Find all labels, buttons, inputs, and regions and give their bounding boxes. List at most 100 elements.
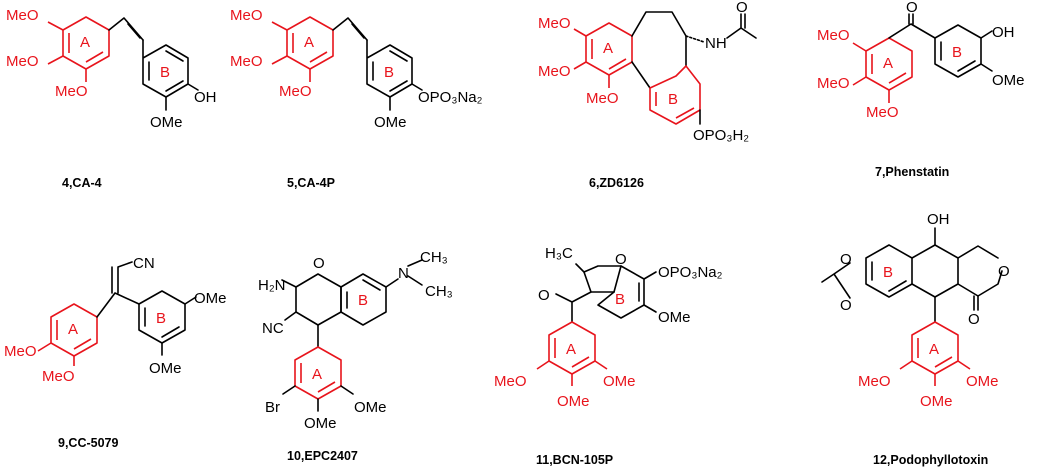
label-ome-2: OMe [557,393,590,410]
seven-ring-bonds [631,11,687,89]
ring-a-inner-bond [56,320,92,350]
caption-phenstatin: 7,Phenstatin [875,165,949,179]
ring-a-inner-bond [292,33,328,63]
ring-a-label: A [304,34,314,51]
ring-a-label: A [929,341,939,358]
caption-ca4: 4,CA-4 [62,176,102,190]
label-meo-3: MeO [55,83,88,100]
label-cn: CN [133,255,155,272]
label-meo-2: MeO [538,63,571,80]
dioxole-bonds [821,262,851,299]
ring-b [138,290,186,344]
label-meo: MeO [494,373,527,390]
label-ome-2: OMe [920,393,953,410]
label-o: O [313,255,325,272]
label-ome-b: OMe [658,309,691,326]
carbonyl-bonds [888,13,936,39]
caption-zd6126: 6,ZD6126 [589,176,644,190]
label-meo-1: MeO [6,7,39,24]
label-oh: OH [927,211,950,228]
ring-b-label: B [160,64,170,81]
compound-ca4p: A B MeO MeO MeO OPO₃Na₂ OMe 5,CA-4P [230,7,483,190]
compound-cc5079: CN A B MeO MeO OMe OMe 9,CC-5079 [4,255,227,450]
ring-b-label: B [384,64,394,81]
aryl-bonds [96,292,140,318]
label-ome: OMe [374,114,407,131]
label-nc: NC [262,320,284,337]
ring-b-substituent-bonds [161,296,197,356]
label-o-dioxole-1: O [840,251,852,268]
label-ome: OMe [992,72,1025,89]
ring-b-label: B [615,291,625,308]
ring-b-substituent-bonds [980,30,993,72]
caption-bcn105p: 11,BCN-105P [536,453,613,467]
chromene-bonds [295,273,342,326]
ring-b-inner-bond [144,307,180,338]
ring-b-label: B [668,91,678,108]
label-ome-1: OMe [603,373,636,390]
ring-b [597,265,645,319]
label-br: Br [265,399,280,416]
ring-b-label: B [358,292,368,309]
ring-b-inner-bond [148,50,184,92]
acrylonitrile-bonds [111,261,133,294]
ring-a-substituent-bonds [271,21,311,82]
nitrile-bond [284,311,297,321]
dimethylamino-bonds [385,259,423,288]
label-ch3-2: CH₃ [425,283,453,300]
caption-podophyllotoxin: 12,Podophyllotoxin [873,453,988,467]
label-oh: OH [992,24,1015,41]
ring-b-label: B [952,44,962,61]
ring-b-inner-bond [372,50,408,92]
lactone-carbonyl-bond [973,295,979,311]
label-o: O [906,0,918,16]
ring-a-label: A [566,341,576,358]
label-nh: NH [705,35,727,52]
label-opo3na2: OPO₃Na₂ [418,89,483,106]
ring-a-label: A [68,321,78,338]
label-o-furan: O [615,251,627,268]
amino-bond [281,279,297,288]
ring-a-substituent-bonds [47,21,87,82]
caption-epc2407: 10,EPC2407 [287,449,358,463]
label-meo-1: MeO [817,27,850,44]
label-meo-2: MeO [6,53,39,70]
ring-b-substituent-bonds [643,271,657,313]
label-h2n: H₂N [258,277,286,294]
label-meo-1: MeO [538,15,571,32]
label-ch3-1: CH₃ [420,249,448,266]
label-ome-1: OMe [966,373,999,390]
label-ome-2: OMe [304,415,337,432]
label-meo-2: MeO [42,368,75,385]
compound-bcn105p: O H₃C B OPO₃Na₂ OMe O A MeO OMe OMe 11,B… [494,245,723,467]
ring-a-substituent-bonds [573,28,610,88]
label-meo-3: MeO [279,83,312,100]
label-o-lactone: O [998,263,1010,280]
ring-a-inner-bond [871,54,907,84]
ring-a-label: A [312,366,322,383]
ring-a-substituent-bonds [899,360,971,386]
furan-bonds [583,265,622,293]
label-o-ketone: O [538,287,550,304]
ring-b-label: B [883,264,893,281]
label-meo-2: MeO [817,75,850,92]
label-opo3na2: OPO₃Na₂ [658,264,723,281]
ring-b [649,65,701,125]
nh-wedge-bond [685,35,705,43]
label-meo-1: MeO [230,7,263,24]
compound-zd6126: A B NH O MeO MeO MeO OPO₃H₂ 6,ZD6126 [538,0,757,190]
ketone-bonds [555,291,592,323]
label-ome-1: OMe [194,290,227,307]
ring-a-substituent-bonds [37,342,75,366]
label-oh: OH [194,89,217,106]
caption-cc5079: 9,CC-5079 [58,436,118,450]
ring-a-label: A [603,40,613,57]
label-o-dioxole-2: O [840,297,852,314]
label-meo-1: MeO [4,343,37,360]
acetyl-bonds [726,13,757,39]
cyclohexane-bonds [911,244,959,298]
label-meo-3: MeO [586,90,619,107]
label-meo-2: MeO [230,53,263,70]
label-ome-1: OMe [354,399,387,416]
ring-a-inner-bond [68,33,104,63]
